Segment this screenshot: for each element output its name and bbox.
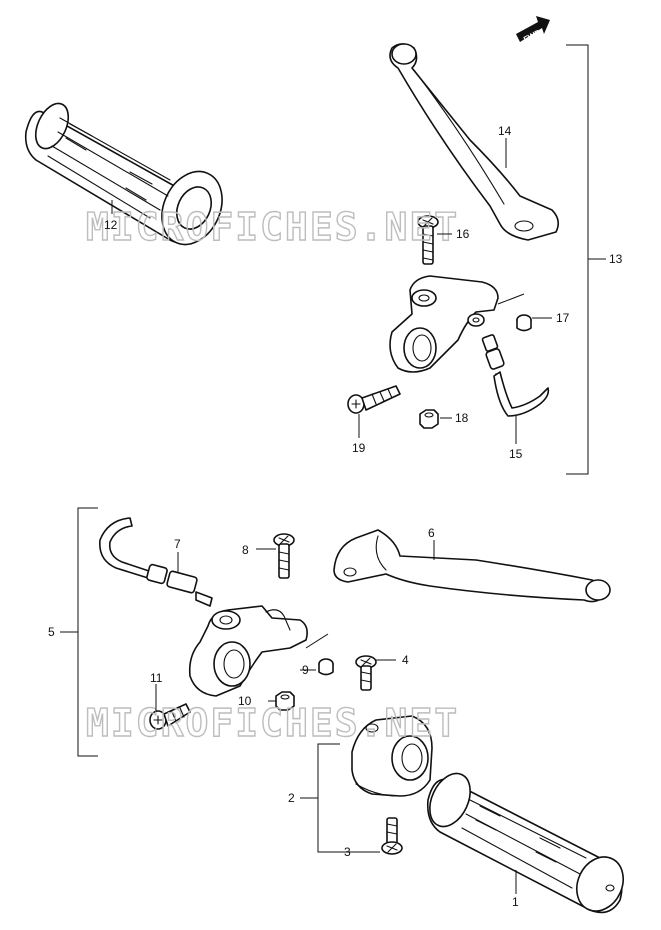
- callout-14: 14: [498, 124, 512, 138]
- brake-lever-part: [333, 529, 611, 603]
- callout-12: 12: [104, 218, 118, 232]
- fwd-arrow-icon: FWD: [516, 16, 550, 44]
- screw-3-part: [381, 817, 403, 855]
- callout-1: 1: [512, 895, 519, 909]
- callout-11: 11: [150, 671, 163, 685]
- throttle-housing-part: [351, 715, 433, 797]
- bolt-11-part: [149, 703, 191, 730]
- callout-15: 15: [509, 447, 523, 461]
- right-grip-part: [426, 772, 624, 914]
- bolt-19-part: [347, 385, 401, 414]
- watermark-lower: MICROFICHES.NET: [86, 701, 459, 745]
- callout-2: 2: [288, 791, 295, 805]
- left-grip-part: [24, 102, 223, 246]
- nut-10-part: [275, 691, 295, 711]
- brake-holder-part: [188, 605, 308, 697]
- watermark-upper: MICROFICHES.NET: [86, 205, 459, 249]
- nut-18-part: [419, 409, 439, 429]
- callout-10: 10: [238, 694, 252, 708]
- nut-9-part: [318, 658, 334, 676]
- clutch-holder-part: [389, 275, 499, 373]
- callout-4: 4: [402, 653, 409, 667]
- callout-16: 16: [456, 227, 470, 241]
- callout-3: 3: [344, 845, 351, 859]
- screw-16-part: [417, 215, 439, 265]
- callout-7: 7: [174, 537, 181, 551]
- callout-18: 18: [455, 411, 469, 425]
- callout-5: 5: [48, 625, 55, 639]
- nut-17-part: [516, 314, 532, 332]
- screw-4-part: [355, 655, 377, 691]
- brake-switch-part: [99, 517, 213, 607]
- callout-13: 13: [609, 252, 623, 266]
- callout-19: 19: [352, 441, 366, 455]
- leader-lines: [60, 44, 606, 894]
- screw-8-part: [273, 533, 295, 579]
- callout-17: 17: [556, 311, 570, 325]
- clutch-lever-part: [389, 43, 560, 241]
- clutch-switch-part: [481, 334, 550, 417]
- callout-8: 8: [242, 543, 249, 557]
- callout-6: 6: [428, 526, 435, 540]
- callout-9: 9: [302, 663, 309, 677]
